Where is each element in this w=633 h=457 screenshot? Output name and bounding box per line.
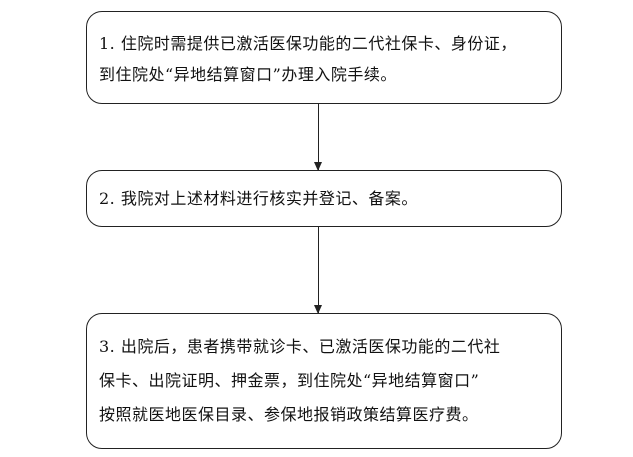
arrow-1-to-2 bbox=[314, 104, 322, 171]
step-3-line-2: 保卡、出院证明、押金票，到住院处“异地结算窗口” bbox=[99, 371, 480, 390]
step-3-line-3: 按照就医地医保目录、参保地报销政策结算医疗费。 bbox=[99, 405, 479, 424]
arrow-2-to-3 bbox=[314, 227, 322, 314]
step-2-line-1: 2. 我院对上述材料进行核实并登记、备案。 bbox=[99, 189, 418, 208]
step-2-box: 2. 我院对上述材料进行核实并登记、备案。 bbox=[86, 170, 562, 227]
step-1-line-2: 到住院处“异地结算窗口”办理入院手续。 bbox=[99, 65, 397, 84]
step-3-box: 3. 出院后，患者携带就诊卡、已激活医保功能的二代社 保卡、出院证明、押金票，到… bbox=[86, 313, 562, 449]
step-3-line-1: 3. 出院后，患者携带就诊卡、已激活医保功能的二代社 bbox=[99, 337, 501, 356]
step-1-box: 1. 住院时需提供已激活医保功能的二代社保卡、身份证， 到住院处“异地结算窗口”… bbox=[86, 11, 562, 104]
step-1-line-1: 1. 住院时需提供已激活医保功能的二代社保卡、身份证， bbox=[99, 34, 517, 53]
